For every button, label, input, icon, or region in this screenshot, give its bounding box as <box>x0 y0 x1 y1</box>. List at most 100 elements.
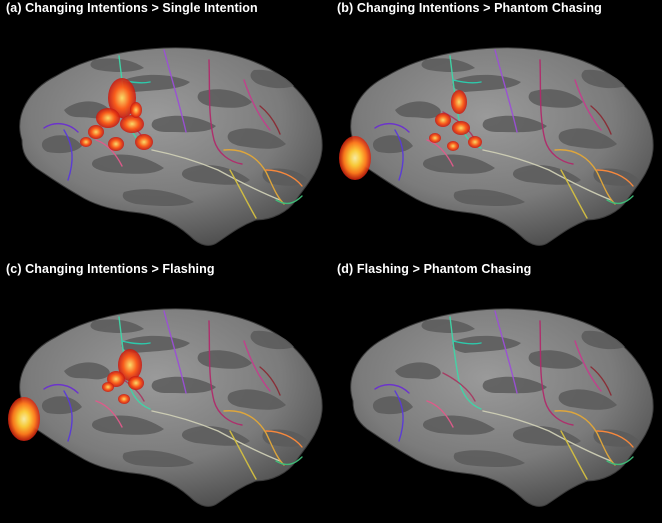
area-border <box>574 340 602 392</box>
activation-spot <box>452 121 470 135</box>
area-border <box>554 410 616 466</box>
area-border <box>374 122 410 133</box>
sulcus <box>197 89 252 108</box>
sulcus <box>250 69 294 89</box>
sulcus <box>421 58 475 72</box>
sulcus <box>122 189 194 206</box>
area-border <box>482 149 612 201</box>
sulcus <box>593 168 639 186</box>
area-border <box>539 320 574 426</box>
brain-render <box>19 47 323 246</box>
area-border <box>208 59 243 165</box>
panel-title: (a) Changing Intentions > Single Intenti… <box>6 1 258 15</box>
sulcus <box>558 389 617 410</box>
frontal-activation <box>102 349 144 404</box>
area-border <box>574 79 602 131</box>
activation-spot <box>80 137 92 147</box>
area-border <box>426 139 454 167</box>
area-border <box>229 169 257 219</box>
area-border <box>259 105 281 135</box>
area-border <box>394 129 404 181</box>
cortex <box>19 308 323 507</box>
area-border <box>163 49 187 133</box>
sulcus <box>227 389 286 410</box>
panel-title: (b) Changing Intentions > Phantom Chasin… <box>337 1 602 15</box>
brain-render <box>8 308 323 507</box>
sulcus <box>227 128 286 149</box>
occipital-activation <box>339 136 371 180</box>
sulcus <box>528 350 583 369</box>
sulcus <box>262 429 308 447</box>
area-border <box>596 430 634 448</box>
sulcus <box>452 335 521 353</box>
occipital-activation <box>8 397 40 441</box>
panel-title: (c) Changing Intentions > Flashing <box>6 262 215 276</box>
brain-panel: (a) Changing Intentions > Single Intenti… <box>0 0 331 261</box>
area-border <box>596 169 634 187</box>
area-border <box>452 340 482 345</box>
area-border <box>259 366 281 396</box>
sulcus <box>422 415 495 435</box>
sulcus <box>121 335 190 353</box>
area-border <box>275 195 303 205</box>
sulcus <box>41 396 82 415</box>
area-border <box>63 390 73 442</box>
brain-panel: (b) Changing Intentions > Phantom Chasin… <box>331 0 662 261</box>
sulcus <box>581 330 625 350</box>
activation-spot <box>468 136 482 148</box>
brain-surface <box>8 308 323 507</box>
activation-spot <box>435 113 451 127</box>
area-border <box>229 430 257 480</box>
frontal-activation <box>429 90 482 151</box>
sulcus <box>512 165 581 185</box>
sulcus <box>372 135 413 154</box>
sulcus <box>121 74 190 92</box>
area-border <box>560 169 588 219</box>
sulcus <box>512 426 581 446</box>
panel-title: (d) Flashing > Phantom Chasing <box>337 262 532 276</box>
area-border <box>95 139 123 167</box>
area-border <box>452 79 482 84</box>
frontal-activation <box>80 78 153 151</box>
area-border <box>539 59 574 165</box>
sulcus <box>395 101 441 119</box>
area-border <box>243 340 271 392</box>
activation-spot <box>102 382 114 392</box>
brain-panel: (d) Flashing > Phantom Chasing <box>331 261 662 522</box>
area-border <box>151 410 281 462</box>
activation-spot <box>120 115 144 133</box>
area-border <box>265 430 303 448</box>
sulcus <box>181 165 250 185</box>
activation-spot <box>88 125 104 139</box>
sulcus <box>422 154 495 174</box>
area-border <box>223 149 285 205</box>
sulcus <box>250 330 294 350</box>
area-border <box>606 456 634 466</box>
area-border <box>426 400 454 428</box>
activation-spot <box>447 141 459 151</box>
brain-render <box>339 47 654 246</box>
area-border <box>494 310 518 394</box>
area-border <box>554 149 616 205</box>
activation-spot <box>118 349 142 381</box>
brain-panel: (c) Changing Intentions > Flashing <box>0 261 331 522</box>
area-border <box>374 383 410 394</box>
activation-spot <box>108 137 124 151</box>
area-border <box>43 383 79 394</box>
sulcus <box>90 58 144 72</box>
activation-spot <box>135 134 153 150</box>
area-border <box>208 320 243 426</box>
brain-surface <box>19 47 323 246</box>
sulcus <box>262 168 308 186</box>
area-border <box>394 390 404 442</box>
brain-surface <box>350 308 654 507</box>
sulcus <box>122 450 194 467</box>
area-border <box>223 410 285 466</box>
brain-render <box>350 308 654 507</box>
area-border <box>95 400 123 428</box>
area-border <box>151 149 281 201</box>
area-border <box>43 122 79 133</box>
sulcus <box>421 319 475 333</box>
sulcus <box>395 362 441 380</box>
area-border <box>560 430 588 480</box>
